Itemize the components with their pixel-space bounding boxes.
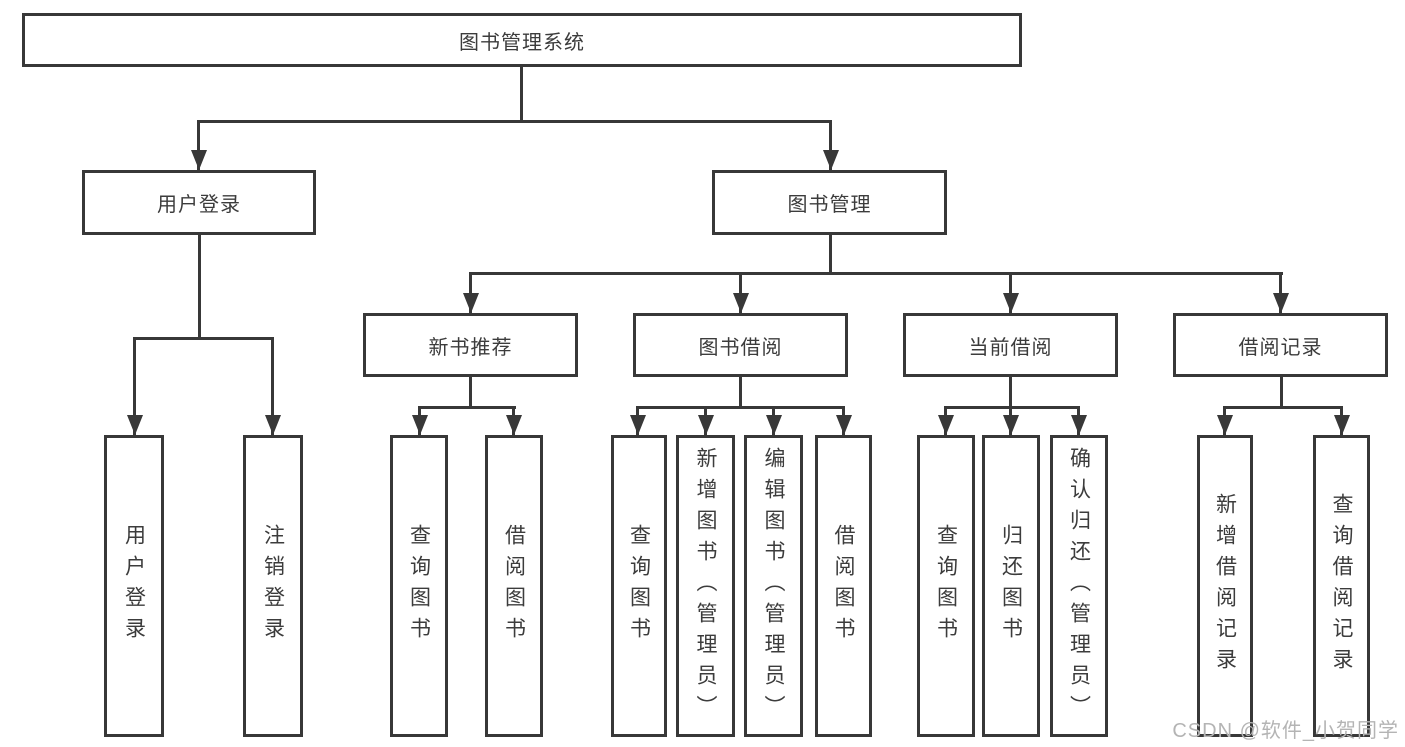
leaf-label: 查询图书	[407, 524, 431, 648]
arrow-down-icon	[636, 406, 639, 435]
node-label: 图书管理系统	[459, 31, 585, 54]
leaf-label: 新增图书（管理员）	[694, 446, 717, 726]
leaf-label: 借阅图书	[832, 524, 855, 648]
connector-current-borrow-stem	[1009, 377, 1012, 409]
connector-borrow-records-stem	[1280, 377, 1283, 409]
node-user-login: 用户登录	[82, 170, 316, 235]
node-label: 当前借阅	[968, 336, 1053, 359]
node-label: 图书借阅	[698, 336, 783, 359]
leaf-query-books-borrow: 查询图书	[611, 435, 667, 737]
arrow-down-icon	[772, 406, 775, 435]
node-borrowing-records: 借阅记录	[1173, 313, 1388, 377]
node-new-book-recommend: 新书推荐	[363, 313, 578, 377]
connector-new-books-branch	[418, 406, 516, 409]
leaf-label: 查询借阅记录	[1330, 493, 1353, 679]
arrow-down-icon	[1340, 406, 1343, 435]
leaf-confirm-return-admin: 确认归还（管理员）	[1050, 435, 1108, 737]
node-label: 图书管理	[787, 194, 872, 216]
leaf-label: 新增借阅记录	[1213, 493, 1237, 679]
arrow-down-icon	[418, 406, 421, 435]
node-root-library-system: 图书管理系统	[22, 13, 1022, 67]
connector-book-mgmt-stem	[829, 235, 832, 275]
node-label: 新书推荐	[428, 336, 513, 359]
leaf-label: 借阅图书	[502, 524, 526, 648]
connector-root-branch	[197, 120, 831, 123]
node-label: 用户登录	[157, 194, 241, 216]
leaf-borrow-books-newbook: 借阅图书	[485, 435, 543, 737]
connector-book-mgmt-branch	[469, 272, 1283, 275]
leaf-label: 归还图书	[999, 524, 1023, 648]
leaf-return-books: 归还图书	[982, 435, 1040, 737]
leaf-label: 用户登录	[122, 524, 146, 648]
arrow-down-icon	[197, 120, 200, 170]
leaf-label: 查询图书	[934, 524, 958, 648]
arrow-down-icon	[1009, 272, 1012, 313]
leaf-label: 注销登录	[261, 524, 285, 648]
leaf-user-login: 用户登录	[104, 435, 164, 737]
leaf-label: 确认归还（管理员）	[1067, 446, 1091, 726]
leaf-label: 编辑图书（管理员）	[762, 446, 785, 726]
leaf-add-borrow-record: 新增借阅记录	[1197, 435, 1253, 737]
node-current-borrowing: 当前借阅	[903, 313, 1118, 377]
leaf-add-books-admin: 新增图书（管理员）	[676, 435, 735, 737]
node-book-borrowing: 图书借阅	[633, 313, 848, 377]
arrow-down-icon	[133, 337, 136, 435]
arrow-down-icon	[469, 272, 472, 313]
arrow-down-icon	[829, 120, 832, 170]
leaf-edit-books-admin: 编辑图书（管理员）	[744, 435, 803, 737]
leaf-logout: 注销登录	[243, 435, 303, 737]
arrow-down-icon	[1009, 406, 1012, 435]
arrow-down-icon	[1223, 406, 1226, 435]
arrow-down-icon	[512, 406, 515, 435]
connector-root-stem	[520, 67, 523, 123]
csdn-watermark: CSDN @软件_小贺同学	[1172, 720, 1399, 742]
connector-new-books-stem	[469, 377, 472, 409]
connector-borrow-records-branch	[1223, 406, 1343, 409]
arrow-down-icon	[1279, 272, 1282, 313]
connector-book-borrow-stem	[739, 377, 742, 409]
arrow-down-icon	[842, 406, 845, 435]
arrow-down-icon	[704, 406, 707, 435]
leaf-query-books-newbook: 查询图书	[390, 435, 448, 737]
leaf-label: 查询图书	[627, 524, 651, 648]
arrow-down-icon	[271, 337, 274, 435]
node-book-management: 图书管理	[712, 170, 947, 235]
connector-current-borrow-branch	[944, 406, 1080, 409]
arrow-down-icon	[739, 272, 742, 313]
leaf-borrow-books-borrow: 借阅图书	[815, 435, 872, 737]
node-label: 借阅记录	[1238, 336, 1323, 359]
arrow-down-icon	[944, 406, 947, 435]
connector-user-login-branch	[133, 337, 274, 340]
connector-book-borrow-branch	[636, 406, 844, 409]
connector-user-login-stem	[198, 235, 201, 340]
arrow-down-icon	[1077, 406, 1080, 435]
leaf-query-books-current: 查询图书	[917, 435, 975, 737]
leaf-query-borrow-record: 查询借阅记录	[1313, 435, 1370, 737]
